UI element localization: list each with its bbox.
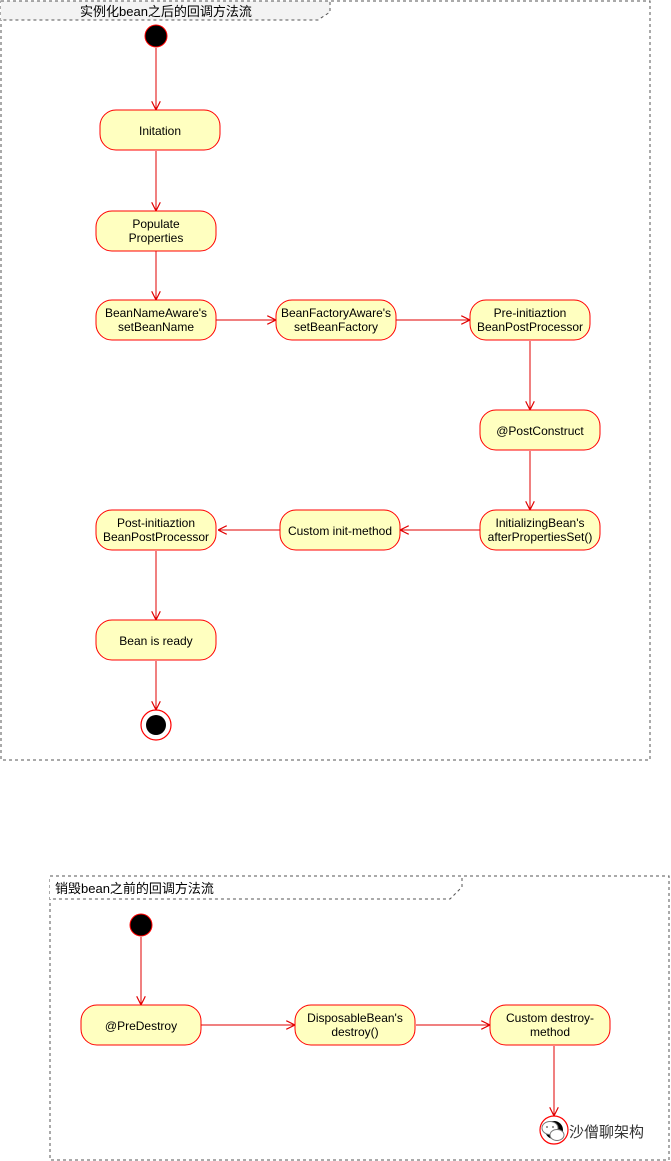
destroy-frame: 销毁bean之前的回调方法流: [49, 875, 670, 1161]
svg-text:Properties: Properties: [129, 231, 184, 245]
destroy-frame-title: 销毁bean之前的回调方法流: [55, 881, 214, 896]
watermark: 沙僧聊架构: [541, 1121, 644, 1141]
svg-text:InitializingBean's: InitializingBean's: [495, 516, 584, 530]
node-bean-is-ready: Bean is ready: [95, 619, 217, 661]
svg-text:setBeanName: setBeanName: [118, 320, 194, 334]
arrows: [141, 48, 554, 1115]
destroy-start-node: [129, 913, 153, 937]
node-predestroy: @PreDestroy: [80, 1004, 202, 1046]
svg-text:method: method: [530, 1025, 570, 1039]
svg-text:Custom destroy-: Custom destroy-: [506, 1011, 594, 1025]
node-custom-destroy-method: Custom destroy- method: [489, 1004, 611, 1046]
svg-text:afterPropertiesSet(): afterPropertiesSet(): [488, 530, 593, 544]
node-populate-properties: Populate Properties: [95, 210, 217, 252]
svg-text:@PreDestroy: @PreDestroy: [105, 1019, 177, 1033]
node-pre-initialization: Pre-initiaztion BeanPostProcessor: [469, 299, 591, 341]
svg-text:destroy(): destroy(): [331, 1025, 378, 1039]
svg-text:Post-initiaztion: Post-initiaztion: [117, 516, 195, 530]
svg-text:Custom init-method: Custom init-method: [288, 524, 392, 538]
svg-text:DisposableBean's: DisposableBean's: [307, 1011, 403, 1025]
svg-text:BeanPostProcessor: BeanPostProcessor: [477, 320, 583, 334]
node-custom-init-method: Custom init-method: [279, 509, 401, 551]
node-post-initialization: Post-initiaztion BeanPostProcessor: [95, 509, 217, 551]
svg-text:Pre-initiaztion: Pre-initiaztion: [494, 306, 567, 320]
node-disposablebean: DisposableBean's destroy(): [294, 1004, 416, 1046]
svg-text:Initation: Initation: [139, 124, 181, 138]
node-postconstruct: @PostConstruct: [479, 409, 601, 451]
watermark-text: 沙僧聊架构: [569, 1124, 644, 1141]
init-frame-title: 实例化bean之后的回调方法流: [80, 4, 252, 19]
wechat-icon: [541, 1121, 565, 1141]
node-beanfactoryaware: BeanFactoryAware's setBeanFactory: [275, 299, 397, 341]
svg-text:BeanFactoryAware's: BeanFactoryAware's: [281, 306, 391, 320]
svg-text:Populate: Populate: [132, 217, 180, 231]
svg-text:BeanPostProcessor: BeanPostProcessor: [103, 530, 209, 544]
svg-text:Bean is ready: Bean is ready: [119, 634, 192, 648]
init-end-node: [140, 709, 172, 741]
svg-text:BeanNameAware's: BeanNameAware's: [105, 306, 207, 320]
svg-text:setBeanFactory: setBeanFactory: [294, 320, 378, 334]
node-initializingbean: InitializingBean's afterPropertiesSet(): [479, 509, 601, 551]
node-beannameaware: BeanNameAware's setBeanName: [95, 299, 217, 341]
svg-text:@PostConstruct: @PostConstruct: [496, 424, 584, 438]
node-initiation: Initation: [99, 109, 221, 151]
init-start-node: [144, 24, 168, 48]
init-frame: 实例化bean之后的回调方法流: [0, 0, 651, 761]
